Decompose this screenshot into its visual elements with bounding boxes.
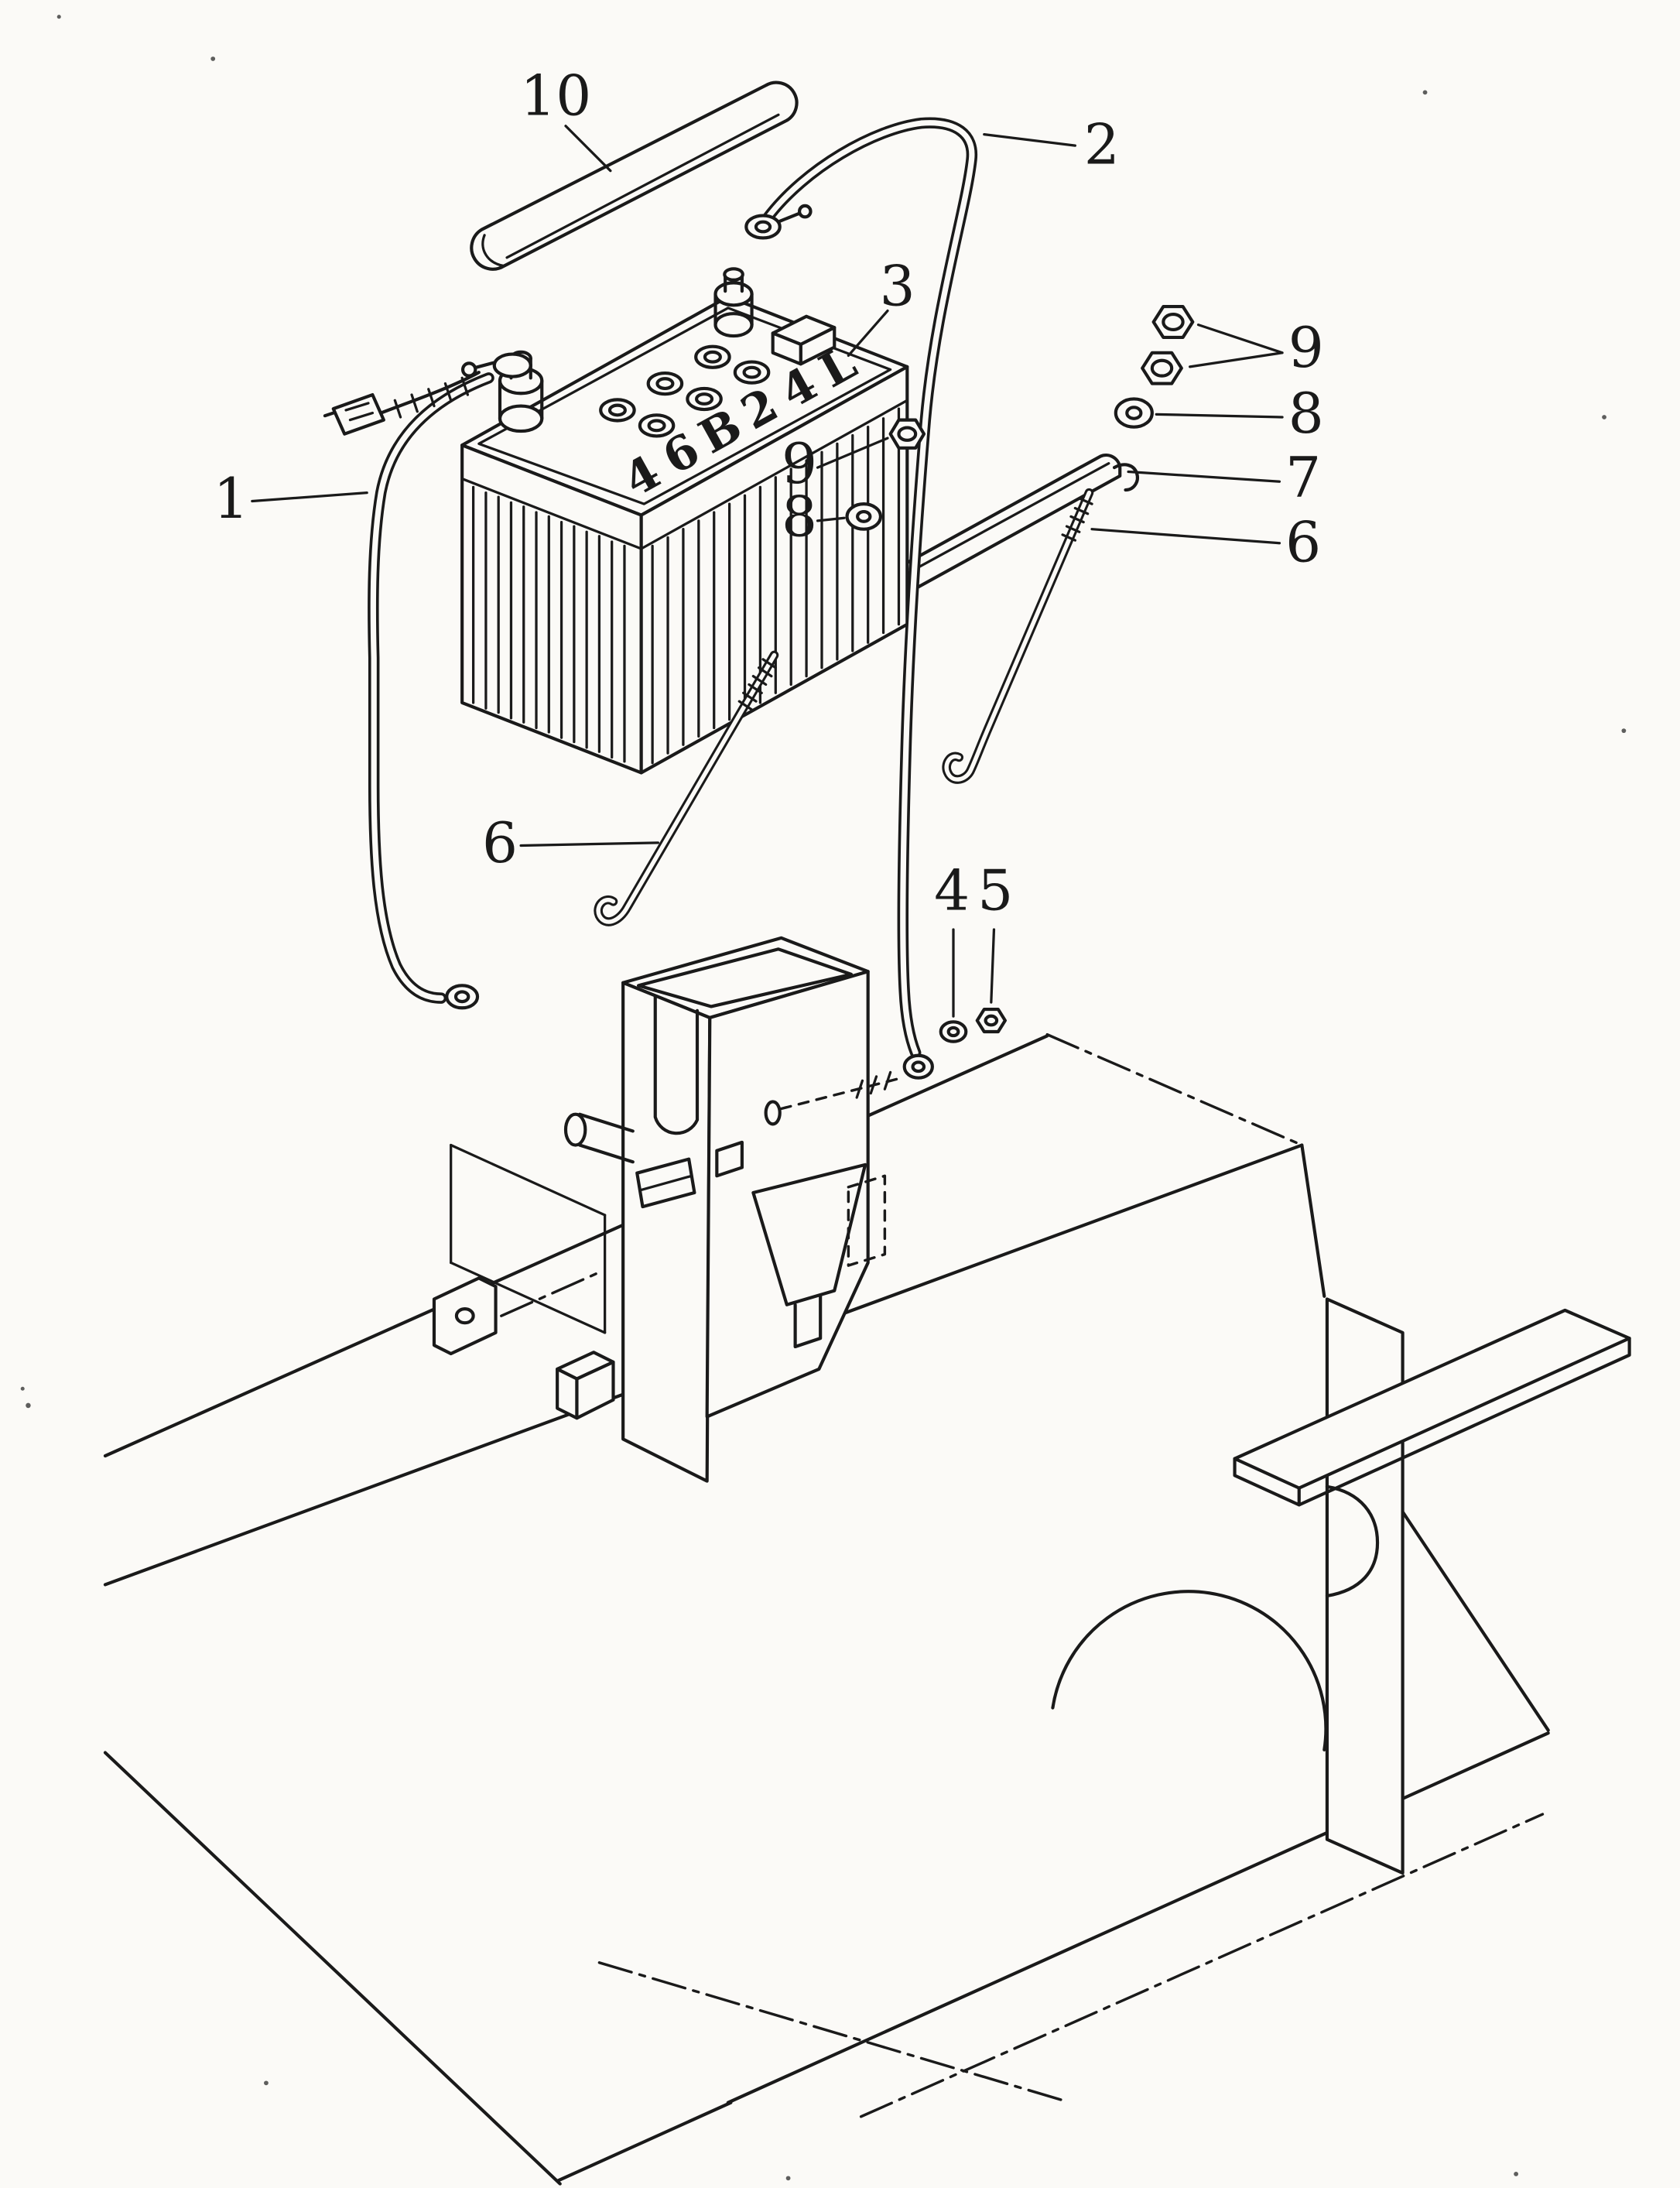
- leader-line: [816, 516, 846, 522]
- battery-vent-block: [771, 314, 837, 366]
- leader-lines: [251, 125, 1284, 1018]
- leader-line: [519, 841, 659, 847]
- cross-plate: [450, 1143, 607, 1334]
- battery-terminal-right: [713, 267, 754, 338]
- callout-7: 7: [1285, 446, 1321, 511]
- ground-cable: [323, 352, 532, 1010]
- callout-labels: 10 2 3 1 9 8 7 6 9 8 6 4 5: [214, 63, 1324, 923]
- tray-bolt: [764, 1070, 903, 1126]
- braided-strap: [379, 371, 481, 419]
- frame-block: [556, 1351, 615, 1420]
- callout-3: 3: [880, 254, 915, 319]
- j-bolt-right: [942, 488, 1094, 784]
- terminal-clamp-top: [744, 204, 813, 240]
- leader-line: [1090, 528, 1281, 545]
- thread-ticks: [1061, 497, 1093, 542]
- connector-plug: [323, 392, 385, 436]
- leader-line: [990, 928, 996, 1004]
- battery-ribs-front: [471, 485, 626, 763]
- battery: 4 6 B 2 4 L: [460, 267, 909, 775]
- terminal-clamp-left: [460, 352, 532, 378]
- nut-9b: [1141, 351, 1183, 385]
- leader-line: [251, 491, 368, 503]
- leader-line: [1127, 470, 1281, 483]
- thread-ticks: [737, 658, 777, 711]
- callout-10: 10: [520, 63, 591, 128]
- callout-8b: 8: [782, 485, 817, 550]
- nut-9a: [1151, 305, 1195, 339]
- callout-9: 9: [1288, 316, 1324, 381]
- callout-1: 1: [214, 467, 249, 532]
- callout-9b: 9: [782, 432, 817, 497]
- pipe-boss: [563, 1112, 635, 1164]
- scan-specks: [20, 15, 1627, 2181]
- callout-4: 4: [934, 859, 970, 924]
- leader-line: [564, 125, 612, 173]
- battery-ribs-side: [651, 407, 901, 765]
- leader-line: [847, 309, 889, 358]
- leader-line: [1155, 413, 1284, 419]
- washer-8b: [845, 502, 883, 531]
- leader-line: [983, 133, 1076, 147]
- ring-terminal: [445, 984, 480, 1010]
- battery-cable: [744, 117, 978, 1080]
- washer-8a: [1114, 397, 1154, 429]
- battery-tray-bracket: [563, 936, 903, 1483]
- battery-cover: [470, 80, 799, 271]
- battery-cell-caps: [599, 344, 771, 438]
- ring-terminal: [902, 1053, 934, 1080]
- nut-9c: [888, 418, 926, 450]
- washer-4: [939, 1020, 968, 1043]
- callout-5: 5: [977, 859, 1013, 924]
- callout-8: 8: [1288, 382, 1324, 447]
- leader-line: [816, 437, 889, 469]
- leader-line: [1189, 323, 1284, 368]
- callout-6: 6: [1285, 510, 1321, 575]
- mounting-tab: [432, 1269, 604, 1356]
- callout-6b: 6: [482, 811, 518, 876]
- hardware: [845, 305, 1195, 1043]
- right-cross-member: [1233, 1297, 1631, 1875]
- callout-2: 2: [1084, 113, 1120, 178]
- chassis-frame: [103, 1032, 1631, 2186]
- nut-5: [975, 1007, 1008, 1034]
- j-bolt-left: [594, 650, 779, 926]
